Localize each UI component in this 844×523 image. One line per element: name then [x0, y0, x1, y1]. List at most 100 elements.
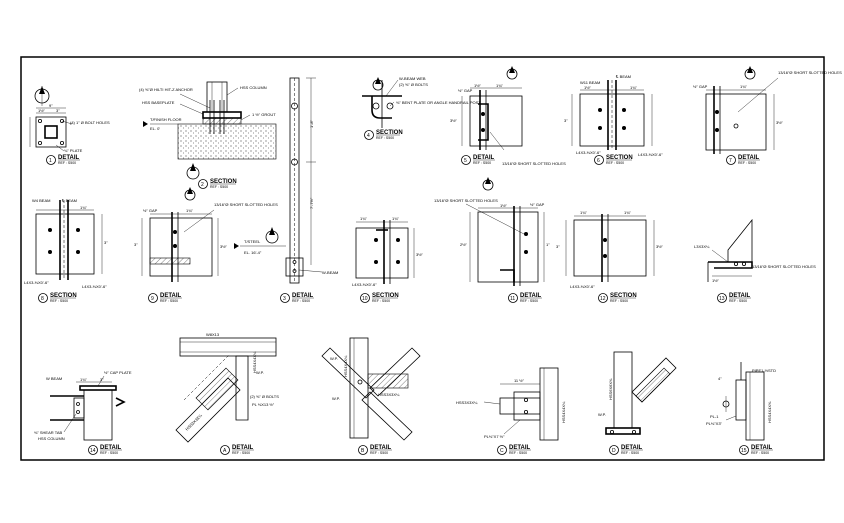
dA-beam: W8X13	[206, 332, 220, 337]
d6-dim-q1: 1½"	[584, 85, 592, 90]
detail-a-title: A DETAIL REF : S500	[220, 445, 254, 455]
dC-hss: HSS3X3X¼	[456, 400, 478, 405]
d14-beam: W BEAM	[46, 376, 62, 381]
detail-3: 1'-8" 7'-7½" W-BEAM T/STEEL EL. 16'-4" 3…	[234, 77, 338, 303]
d3-wbeam: W-BEAM	[322, 270, 338, 275]
svg-text:9: 9	[151, 296, 154, 302]
svg-text:B: B	[361, 448, 365, 454]
d15-dim-q7: 4"	[718, 376, 722, 381]
svg-text:10: 10	[362, 296, 368, 302]
svg-text:DETAIL: DETAIL	[738, 155, 760, 161]
svg-text:DETAIL: DETAIL	[100, 445, 122, 451]
svg-text:REF : S500: REF : S500	[370, 451, 388, 455]
svg-text:SECTION: SECTION	[376, 130, 403, 136]
d14-cap: ½" CAP PLATE	[104, 370, 132, 375]
section-cut-icon	[184, 187, 196, 201]
svg-text:1: 1	[49, 158, 52, 164]
detail-b-title: B DETAIL REF : S500	[358, 445, 392, 455]
section-2: T/FINISH FLOOR EL. 0' (4) ⅝"Ø HILTI HIT-…	[139, 81, 277, 189]
dB-hss: HSS4X4X¼	[343, 355, 348, 377]
svg-text:3: 3	[283, 296, 286, 302]
d15-pl: PL-1	[710, 414, 719, 419]
dC-dim: 11 ½"	[514, 378, 525, 383]
detail-b: W.P. W.P. HSS4X4X¼ HSS3X3X¼ B DETAIL REF…	[321, 337, 421, 455]
svg-text:8: 8	[41, 296, 44, 302]
d7-slots: 13/16"Ø SHORT SLOTTED HOLES	[778, 70, 842, 75]
d1-dim-q1: 1½"	[38, 108, 46, 113]
d10-angle: L4X3-⅜X0'-6"	[352, 282, 377, 287]
d7-dim-q3: 1¾"	[740, 84, 748, 89]
d8-dim-q2: 3"	[104, 240, 108, 245]
section-4: W-BEAM WEB (2) ⅝" Ø BOLTS ⅜" BENT PLATE …	[362, 76, 481, 140]
d12-angle: L4X3-⅜X0'-6"	[570, 284, 595, 289]
svg-text:REF : S500: REF : S500	[606, 161, 624, 165]
svg-text:DETAIL: DETAIL	[509, 445, 531, 451]
dB-hss2: HSS3X3X¼	[378, 392, 400, 397]
svg-text:REF : S500: REF : S500	[372, 299, 390, 303]
section-cut-icon	[482, 177, 494, 191]
svg-text:13: 13	[719, 296, 725, 302]
d8-cl: ℄ BEAM	[61, 198, 77, 203]
svg-text:REF : S500: REF : S500	[729, 299, 747, 303]
sheet-border	[20, 56, 825, 461]
d4-bolts: (2) ⅝" Ø BOLTS	[399, 82, 428, 87]
d3-tos: T/STEEL	[244, 239, 261, 244]
d12-dim-q2: 3"	[556, 244, 560, 249]
detail-14: W BEAM ½" CAP PLATE ⅜" SHEAR TAB HSS COL…	[34, 370, 132, 455]
svg-text:REF : S500: REF : S500	[738, 161, 756, 165]
d14-col: HSS COLUMN	[38, 436, 65, 441]
d6-beam: W11 BEAM	[580, 80, 600, 85]
detail-d-title: D DETAIL REF : S500	[609, 445, 643, 455]
section-10: 1¾" 1¾" 3½" L4X3-⅜X0'-6" 10 SECTION REF …	[352, 216, 424, 303]
d1-note-bolts: (4) 1" Ø BOLT HOLES	[70, 120, 110, 125]
d6-dim-q2: 3"	[564, 118, 568, 123]
detail-c: 11 ½" HSS3X3X¼ HSS4X4X¼ PL⅜"X7 ½" C DETA…	[456, 367, 566, 455]
d7-gap: ½" GAP	[693, 84, 708, 89]
d15-pipe: PIPE1-½STD	[752, 368, 776, 373]
dC-pl: PL⅜"X7 ½"	[484, 434, 505, 439]
section-6: W11 BEAM ℄ BEAM 1½" 1¾" 3" L4X3-⅜X0'-6" …	[564, 74, 663, 165]
svg-text:SECTION: SECTION	[50, 293, 77, 299]
detail-15-title: 15 DETAIL REF : S500	[739, 445, 773, 455]
d10-dim-q4: 3½"	[416, 252, 424, 257]
d1-note-plate: ¾" PLATE	[64, 148, 83, 153]
d6-cl: ℄ BEAM	[615, 74, 631, 79]
svg-text:14: 14	[90, 448, 96, 454]
section-12-title: 12 SECTION REF : S500	[598, 293, 637, 303]
section-8-title: 8 SECTION REF : S500	[38, 293, 77, 303]
dA-pl: PL ⅜X13 ½"	[252, 402, 275, 407]
detail-a: W8X13 HSS4X4X¼ W.P. (2) ⅝" Ø BOLTS PL ⅜X…	[175, 332, 279, 455]
d2-column: HSS COLUMN	[240, 85, 267, 90]
d1-dim-q2: 3"	[56, 108, 60, 113]
north-arrow-icon	[34, 86, 50, 106]
svg-text:DETAIL: DETAIL	[370, 445, 392, 451]
detail-14-title: 14 DETAIL REF : S500	[88, 445, 122, 455]
d13-dim-q1: 1½"	[712, 278, 720, 283]
d3-dim-b: 7'-7½"	[309, 197, 314, 209]
section-8: W4 BEAM ℄ BEAM 1¾" 3" L4X3-⅜X0'-6" L4X3-…	[24, 198, 108, 303]
section-cut-icon	[506, 66, 518, 80]
d12-dim-q3: 1¾"	[580, 210, 588, 215]
svg-text:2: 2	[201, 182, 204, 188]
d2-el: EL. 0'	[150, 126, 160, 131]
dB-wp: W.P.	[330, 356, 338, 361]
d11-dim-q6: 1"	[546, 242, 550, 247]
svg-text:DETAIL: DETAIL	[520, 293, 542, 299]
svg-text:REF : S500: REF : S500	[292, 299, 310, 303]
dB-wp2: W.P.	[332, 396, 340, 401]
svg-text:DETAIL: DETAIL	[232, 445, 254, 451]
section-12: 1¾" 1¾" 3" 3½" L4X3-⅜X0'-6" 12 SECTION R…	[556, 210, 664, 303]
section-cut-icon	[265, 227, 279, 244]
detail-c-title: C DETAIL REF : S500	[497, 445, 531, 455]
detail-3-title: 3 DETAIL REF : S500	[280, 293, 314, 303]
d13-slots: 13/16"Ø SHORT SLOTTED HOLES	[752, 264, 816, 269]
section-6-title: 6 SECTION REF : S500	[594, 155, 633, 165]
svg-text:SECTION: SECTION	[210, 179, 237, 185]
d12-dim-q3b: 1¾"	[624, 210, 632, 215]
svg-text:REF : S500: REF : S500	[509, 451, 527, 455]
d4-wbeam-web: W-BEAM WEB	[399, 76, 426, 81]
d9-dim-q3: 1¾"	[186, 208, 194, 213]
d13-angle: L3X3X¼	[694, 244, 710, 249]
d5-dim-q4: 3½"	[450, 118, 458, 123]
d6-dim-q3: 1¾"	[630, 85, 638, 90]
